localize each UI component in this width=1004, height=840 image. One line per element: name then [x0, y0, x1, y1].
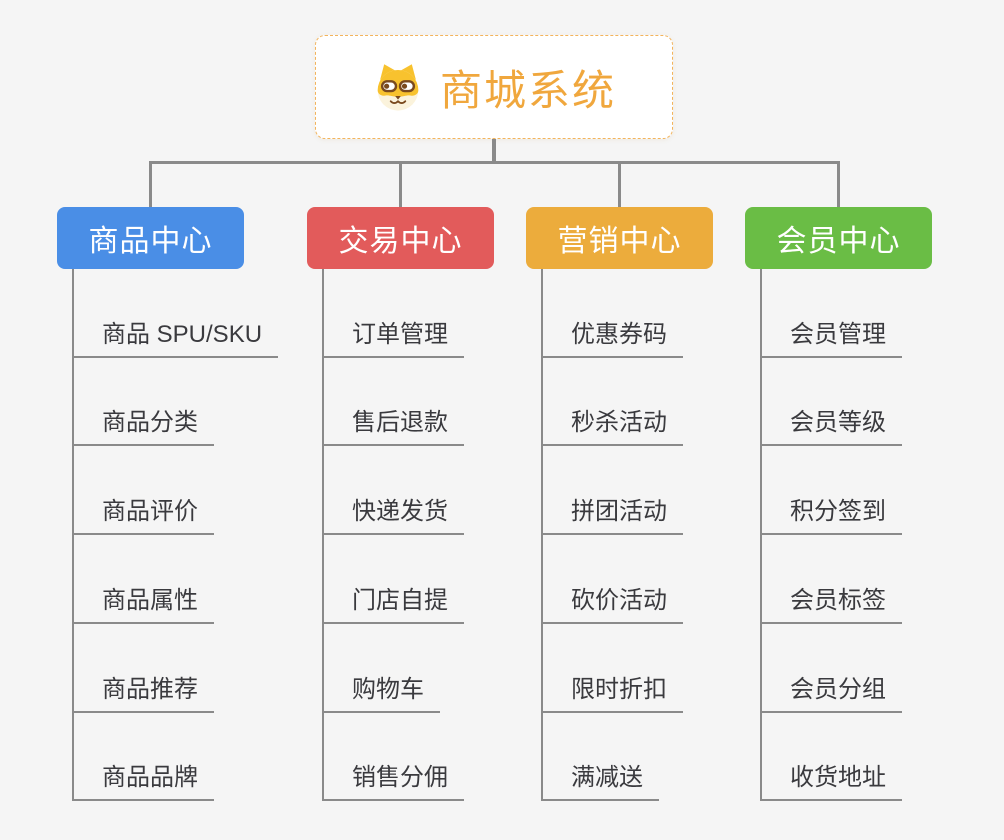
leaf-topic[interactable]: 会员等级 — [760, 408, 902, 446]
leaf-topic[interactable]: 订单管理 — [322, 320, 464, 358]
dog-face-icon — [372, 61, 424, 113]
leaf-topic[interactable]: 快递发货 — [322, 497, 464, 535]
branch-topic-trade-center[interactable]: 交易中心 — [307, 207, 494, 269]
branch-topic-product-center[interactable]: 商品中心 — [57, 207, 244, 269]
connector-drop-marketing — [618, 161, 621, 207]
leaf-topic[interactable]: 商品属性 — [72, 586, 214, 624]
leaf-topic[interactable]: 优惠券码 — [541, 320, 683, 358]
connector-drop-trade — [399, 161, 402, 207]
leaf-topic[interactable]: 积分签到 — [760, 497, 902, 535]
leaf-topic[interactable]: 商品推荐 — [72, 675, 214, 713]
leaf-topic[interactable]: 收货地址 — [760, 763, 902, 801]
branch-trade-center: 交易中心 订单管理 售后退款 快递发货 门店自提 购物车 销售分佣 — [307, 207, 537, 807]
leaf-topic[interactable]: 满减送 — [541, 763, 659, 801]
leaf-topic[interactable]: 商品评价 — [72, 497, 214, 535]
leaf-topic[interactable]: 商品分类 — [72, 408, 214, 446]
leaf-topic[interactable]: 商品品牌 — [72, 763, 214, 801]
branch-topic-marketing-center[interactable]: 营销中心 — [526, 207, 713, 269]
leaf-topic[interactable]: 砍价活动 — [541, 586, 683, 624]
leaf-topic[interactable]: 拼团活动 — [541, 497, 683, 535]
branch-member-center: 会员中心 会员管理 会员等级 积分签到 会员标签 会员分组 收货地址 — [745, 207, 975, 807]
connector-root-stem — [492, 139, 496, 163]
leaf-topic[interactable]: 会员标签 — [760, 586, 902, 624]
leaf-topic[interactable]: 门店自提 — [322, 586, 464, 624]
branch-trunk-line — [72, 269, 74, 801]
branch-trunk-line — [322, 269, 324, 801]
branch-marketing-center: 营销中心 优惠券码 秒杀活动 拼团活动 砍价活动 限时折扣 满减送 — [526, 207, 756, 807]
root-topic[interactable]: 商城系统 — [315, 35, 673, 139]
root-topic-label: 商城系统 — [439, 66, 616, 114]
branch-product-center: 商品中心 商品 SPU/SKU 商品分类 商品评价 商品属性 商品推荐 商品品牌 — [57, 207, 287, 807]
leaf-topic[interactable]: 会员分组 — [760, 675, 902, 713]
leaf-topic[interactable]: 限时折扣 — [541, 675, 683, 713]
leaf-topic[interactable]: 购物车 — [322, 675, 440, 713]
branch-topic-member-center[interactable]: 会员中心 — [745, 207, 932, 269]
connector-drop-product — [149, 161, 152, 207]
connector-drop-member — [837, 161, 840, 207]
leaf-topic[interactable]: 会员管理 — [760, 320, 902, 358]
leaf-topic[interactable]: 售后退款 — [322, 408, 464, 446]
branch-trunk-line — [541, 269, 543, 801]
leaf-topic[interactable]: 商品 SPU/SKU — [72, 320, 279, 358]
leaf-topic[interactable]: 秒杀活动 — [541, 408, 683, 446]
leaf-topic[interactable]: 销售分佣 — [322, 763, 464, 801]
connector-horizontal-bus — [149, 161, 840, 164]
branch-trunk-line — [760, 269, 762, 801]
